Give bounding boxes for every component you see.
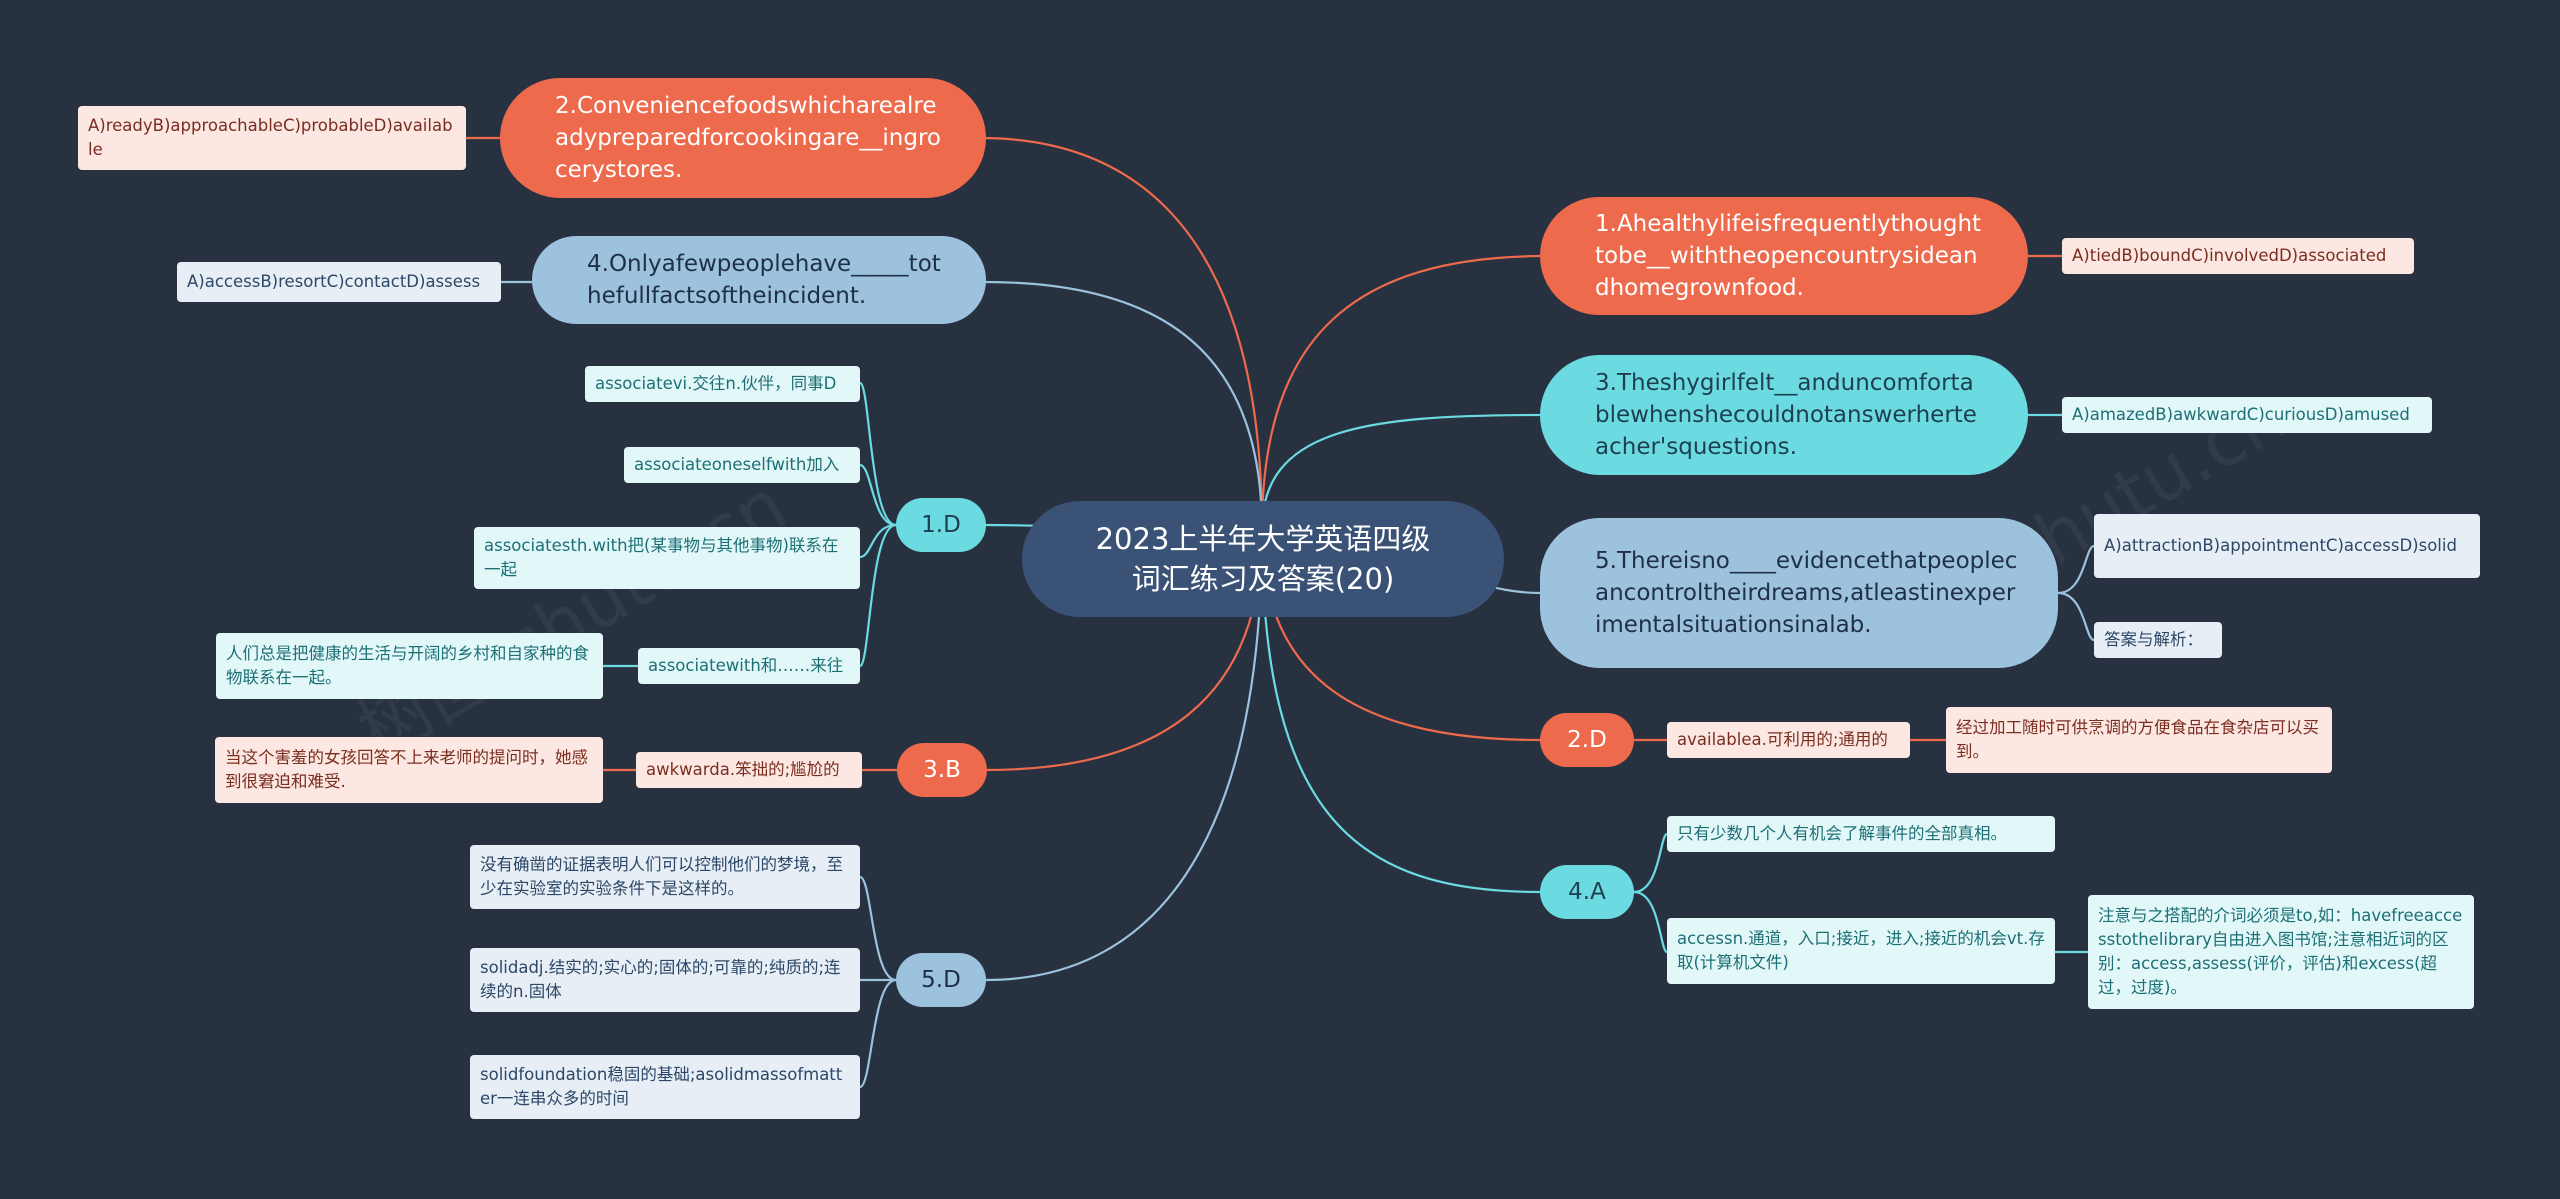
question-2-node[interactable]: 2.Conveniencefoodswhicharealreadyprepare… [500, 78, 986, 198]
question-1-node[interactable]: 1.Ahealthylifeisfrequentlythoughttobe__w… [1540, 197, 2028, 315]
answer-5d-node[interactable]: 5.D [896, 953, 986, 1007]
answer-2d-word[interactable]: availablea.可利用的;通用的 [1667, 722, 1910, 758]
answer-4a-word[interactable]: accessn.通道，入口;接近，进入;接近的机会vt.存取(计算机文件) [1667, 918, 2055, 984]
question-3-options[interactable]: A)amazedB)awkwardC)curiousD)amused [2062, 397, 2432, 433]
answer-5d-item-3[interactable]: solidfoundation稳固的基础;asolidmassofmatter一… [470, 1055, 860, 1119]
central-topic[interactable]: 2023上半年大学英语四级 词汇练习及答案(20) [1022, 501, 1504, 617]
answer-5d-item-1[interactable]: 没有确凿的证据表明人们可以控制他们的梦境，至少在实验室的实验条件下是这样的。 [470, 845, 860, 909]
answer-3b-word[interactable]: awkwarda.笨拙的;尴尬的 [636, 752, 862, 788]
question-1-options[interactable]: A)tiedB)boundC)involvedD)associated [2062, 238, 2414, 274]
answer-1d-item-4[interactable]: associatewith和……来往 [638, 648, 860, 684]
question-4-text: 4.Onlyafewpeoplehave_____tothefullfactso… [587, 251, 941, 309]
question-4-options[interactable]: A)accessB)resortC)contactD)assess [177, 262, 501, 302]
answer-4a-node[interactable]: 4.A [1540, 865, 1634, 919]
answer-1d-item-2[interactable]: associateoneselfwith加入 [624, 447, 860, 483]
question-2-options[interactable]: A)readyB)approachableC)probableD)availab… [78, 106, 466, 170]
question-1-text: 1.Ahealthylifeisfrequentlythoughttobe__w… [1595, 211, 1982, 301]
answer-1d-item-1[interactable]: associatevi.交往n.伙伴，同事D [585, 366, 860, 402]
question-5-node[interactable]: 5.Thereisno____evidencethatpeoplecancont… [1540, 518, 2058, 668]
question-3-text: 3.Theshygirlfelt__anduncomfortablewhensh… [1595, 370, 1977, 460]
answer-2d-node[interactable]: 2.D [1540, 713, 1634, 767]
answer-1d-node[interactable]: 1.D [896, 498, 986, 552]
question-5-answer-header[interactable]: 答案与解析： [2094, 622, 2222, 658]
answer-3b-example[interactable]: 当这个害羞的女孩回答不上来老师的提问时，她感到很窘迫和难受. [215, 737, 603, 803]
answer-2d-translation[interactable]: 经过加工随时可供烹调的方便食品在食杂店可以买到。 [1946, 707, 2332, 773]
answer-1d-item-3[interactable]: associatesth.with把(某事物与其他事物)联系在一起 [474, 527, 860, 589]
question-4-node[interactable]: 4.Onlyafewpeoplehave_____tothefullfactso… [532, 236, 986, 324]
question-2-text: 2.Conveniencefoodswhicharealreadyprepare… [555, 93, 941, 183]
answer-1d-example[interactable]: 人们总是把健康的生活与开阔的乡村和自家种的食物联系在一起。 [216, 633, 603, 699]
central-topic-line2: 词汇练习及答案(20) [1131, 562, 1395, 596]
question-5-options[interactable]: A)attractionB)appointmentC)accessD)solid [2094, 514, 2480, 578]
central-topic-line1: 2023上半年大学英语四级 [1095, 522, 1431, 556]
answer-4a-translation[interactable]: 只有少数几个人有机会了解事件的全部真相。 [1667, 816, 2055, 852]
question-3-node[interactable]: 3.Theshygirlfelt__anduncomfortablewhensh… [1540, 355, 2028, 475]
question-5-text: 5.Thereisno____evidencethatpeoplecancont… [1595, 548, 2018, 638]
answer-3b-node[interactable]: 3.B [897, 743, 987, 797]
answer-5d-item-2[interactable]: solidadj.结实的;实心的;固体的;可靠的;纯质的;连续的n.固体 [470, 948, 860, 1012]
answer-4a-note[interactable]: 注意与之搭配的介词必须是to,如：havefreeaccesstothelibr… [2088, 895, 2474, 1009]
